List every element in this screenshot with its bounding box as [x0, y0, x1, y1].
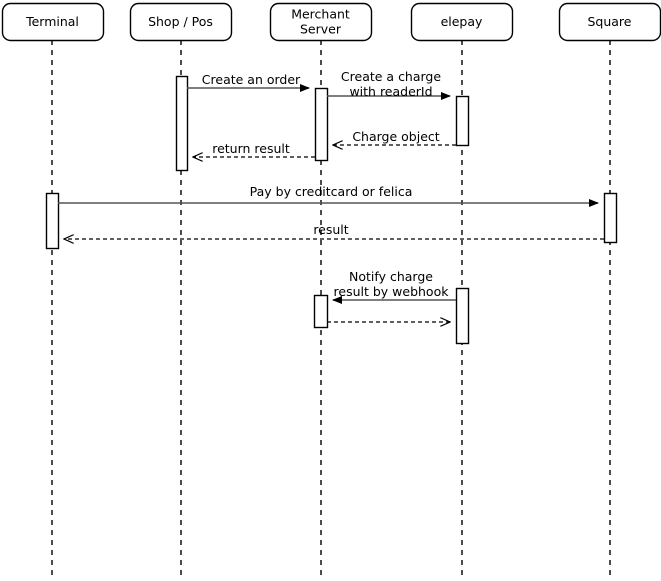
message-label: return result: [212, 141, 290, 156]
message-label: Pay by creditcard or felica: [250, 184, 413, 199]
participant-box: [1, 2, 105, 42]
message-label: Create an order: [202, 72, 301, 87]
participant-box: [410, 2, 514, 42]
message-msg-pay-by-creditcard[interactable]: Pay by creditcard or felica: [58, 184, 599, 207]
participant-box: [269, 2, 373, 42]
message-label: Charge object: [352, 129, 439, 144]
message-msg-result[interactable]: result: [64, 222, 604, 239]
participant-terminal[interactable]: Terminal: [1, 2, 105, 42]
participant-elepay[interactable]: elepay: [410, 2, 514, 42]
message-msg-create-order[interactable]: Create an order: [187, 72, 310, 92]
message-msg-charge-object[interactable]: Charge object: [333, 129, 456, 145]
activation-bar-shop-pos[interactable]: [175, 75, 189, 172]
participant-label: Square: [587, 14, 631, 29]
activations-layer: [45, 75, 618, 345]
activation-bar-square[interactable]: [603, 192, 618, 244]
activation-bar-merchant-server[interactable]: [313, 294, 329, 329]
activation-bar-elepay[interactable]: [455, 95, 470, 147]
participant-label: elepay: [441, 14, 483, 29]
participant-square[interactable]: Square: [558, 2, 661, 42]
activation-bar-terminal[interactable]: [45, 192, 60, 250]
message-label: result: [313, 222, 348, 237]
activation-bar-merchant-server[interactable]: [314, 87, 329, 162]
activation-bar-elepay[interactable]: [455, 287, 470, 345]
participant-label: Terminal: [25, 14, 79, 29]
lifelines-layer: [51, 40, 611, 576]
message-msg-return-result[interactable]: return result: [193, 141, 315, 157]
participant-shop-pos[interactable]: Shop / Pos: [129, 2, 233, 42]
participant-box: [129, 2, 233, 42]
participant-label: Shop / Pos: [148, 14, 213, 29]
